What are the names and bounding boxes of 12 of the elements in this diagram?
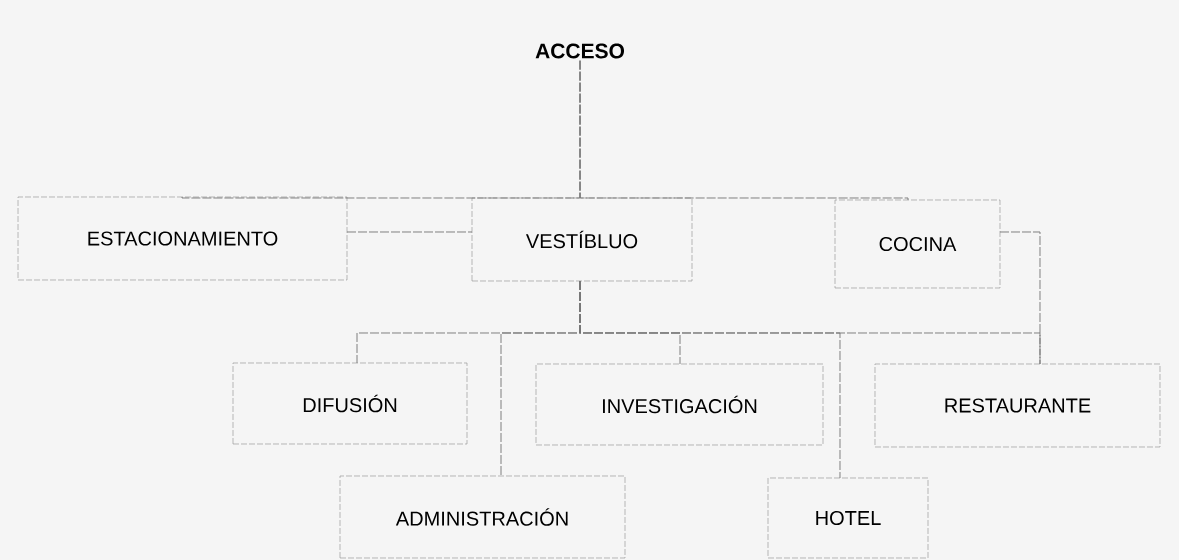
connector-line [346,231,473,233]
process-box: VESTÍBLUO [471,197,693,282]
connector-line [579,60,909,201]
process-box: ADMINISTRACIÓN [339,475,626,559]
process-box: ESTACIONAMIENTO [17,196,348,281]
process-box: DIFUSIÓN [232,362,468,445]
process-box: RESTAURANTE [874,363,1161,448]
process-box: INVESTIGACIÓN [535,363,824,446]
connector-line [999,231,1041,365]
process-box: COCINA [834,199,1001,289]
process-box: HOTEL [767,477,929,559]
heading-text: ACCESO [535,43,625,59]
